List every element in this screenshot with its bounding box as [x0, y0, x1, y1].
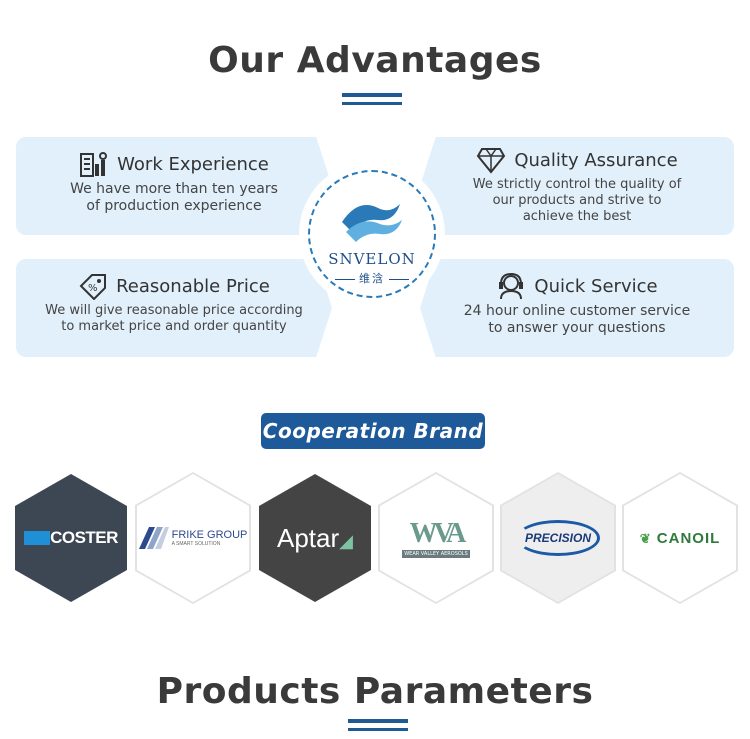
brand-hex-coster: COSTER [15, 474, 127, 602]
quality-assurance-card: Quality Assurance We strictly control th… [420, 137, 734, 235]
wave-logo-icon [342, 204, 402, 242]
reasonable-price-card: % Reasonable Price We will give reasonab… [16, 259, 332, 357]
card-text: We have more than ten years of productio… [70, 181, 278, 214]
products-title-underline [348, 719, 408, 731]
aptar-logo: Aptar◢ [277, 522, 353, 553]
frike-stripes-icon [138, 527, 169, 549]
leaf-icon: ❦ [639, 530, 652, 546]
precision-logo: PRECISION [515, 520, 600, 556]
canoil-logo: ❦ CANOIL [639, 529, 721, 547]
coster-logo: COSTER [24, 528, 118, 548]
card-text: We will give reasonable price according … [45, 303, 303, 334]
card-text: We strictly control the quality of our p… [472, 177, 682, 224]
brand-badge: SNVELON 维浛 [304, 166, 440, 302]
brand-name: SNVELON [328, 250, 416, 268]
brand-cn-name: 维浛 [304, 270, 440, 286]
brand-hex-wva: WVA WEAR VALLEY AEROSOLS [380, 474, 492, 602]
card-title: Reasonable Price [116, 275, 270, 297]
brand-hex-frike: FRIKE GROUP A SMART SOLUTION [137, 474, 249, 602]
wva-logo: WVA WEAR VALLEY AEROSOLS [402, 518, 470, 558]
building-chart-icon [80, 152, 108, 177]
card-title: Work Experience [117, 153, 269, 175]
work-experience-card: Work Experience We have more than ten ye… [16, 137, 332, 235]
brand-hex-canoil: ❦ CANOIL [624, 474, 736, 602]
diamond-icon [477, 148, 506, 174]
advantages-title-underline [342, 93, 402, 105]
brand-hex-aptar: Aptar◢ [259, 474, 371, 602]
price-tag-icon: % [79, 274, 107, 300]
svg-text:%: % [88, 283, 98, 294]
quick-service-card: Quick Service 24 hour online customer se… [420, 259, 734, 357]
brand-hex-precision: PRECISION [502, 474, 614, 602]
advantages-title: Our Advantages [208, 40, 542, 81]
card-title: Quick Service [534, 275, 658, 297]
headset-icon [499, 272, 524, 300]
frike-logo: FRIKE GROUP A SMART SOLUTION [138, 525, 247, 551]
card-title: Quality Assurance [514, 149, 678, 171]
products-parameters-title: Products Parameters [156, 671, 594, 712]
aptar-triangle-icon: ◢ [339, 530, 353, 551]
coster-bars-icon [24, 531, 51, 545]
cooperation-brand-label: Cooperation Brand [261, 413, 485, 449]
brand-badge-ring [308, 170, 436, 298]
card-text: 24 hour online customer service to answe… [463, 303, 691, 336]
